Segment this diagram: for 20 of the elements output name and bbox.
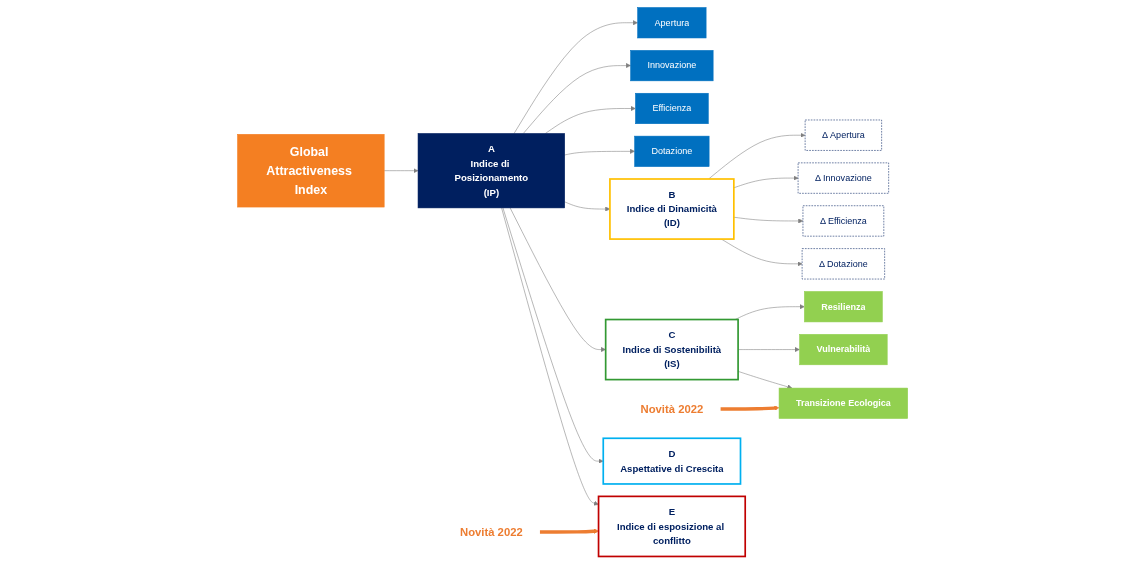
node-box: Δ Efficienza <box>803 205 885 237</box>
node-box: D Aspettative di Crescita <box>602 437 742 485</box>
node-box: Global Attractiveness Index <box>237 134 385 208</box>
node-box: Resilienza <box>804 291 884 323</box>
arrow <box>720 405 780 411</box>
node-box: Innovazione <box>630 50 714 82</box>
node-text: Novità 2022 <box>640 402 704 416</box>
node-box: Δ Innovazione <box>798 162 890 194</box>
node-box: B Indice di Dinamicità (ID) <box>609 178 736 240</box>
node-box: Δ Dotazione <box>802 248 886 280</box>
node-box: Transizione Ecologica <box>779 387 909 419</box>
node-box: Δ Apertura <box>805 119 883 151</box>
node-box: A Indice di Posizionamento (IP) <box>418 133 566 209</box>
node-box: E Indice di esposizione al conflitto <box>598 495 747 558</box>
node-box: Efficienza <box>635 93 709 124</box>
node-box: Apertura <box>637 7 707 39</box>
node-box: Dotazione <box>634 135 710 167</box>
node-box: Vulnerabilità <box>799 334 888 366</box>
node-box: C Indice di Sostenibilità (IS) <box>605 318 740 381</box>
node-text: Novità 2022 <box>460 525 524 539</box>
